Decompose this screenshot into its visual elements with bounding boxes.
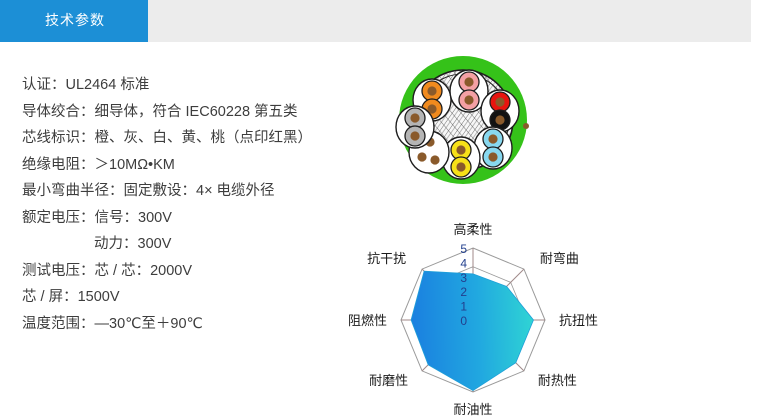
spec-line: 导体绞合：细导体，符合 IEC60228 第五类 bbox=[22, 103, 298, 120]
radar-axis-label: 阻燃性 bbox=[348, 313, 387, 328]
spec-line: 绝缘电阻：＞10MΩ•KM bbox=[22, 156, 175, 173]
radar-tick-label: 4 bbox=[460, 256, 467, 270]
specification-list: 认证：UL2464 标准 导体绞合：细导体，符合 IEC60228 第五类 芯线… bbox=[22, 72, 352, 337]
spec-line: 额定电压：信号：300V bbox=[22, 209, 172, 226]
spec-line: 芯 / 屏：1500V bbox=[22, 289, 120, 305]
spec-line: 动力：300V bbox=[94, 236, 172, 252]
radar-axis-label: 耐热性 bbox=[538, 373, 577, 388]
cable-pair-lightblue bbox=[473, 126, 513, 170]
cable-pair-pink bbox=[449, 69, 489, 113]
radar-tick-label: 1 bbox=[460, 300, 467, 314]
radar-tick-label: 3 bbox=[460, 271, 467, 285]
tab-technical-parameters[interactable]: 技术参数 bbox=[0, 0, 148, 42]
radar-series-polygon bbox=[410, 270, 534, 392]
radar-axis-label: 高柔性 bbox=[453, 222, 492, 237]
spec-line: 认证：UL2464 标准 bbox=[22, 77, 150, 93]
radar-tick-label: 5 bbox=[460, 242, 467, 256]
spec-line: 测试电压：芯 / 芯：2000V bbox=[22, 262, 193, 279]
radar-axis-label: 抗干扰 bbox=[367, 251, 406, 266]
radar-tick-label: 0 bbox=[460, 314, 467, 328]
spec-line: 温度范围：—30℃至＋90℃ bbox=[22, 315, 203, 332]
radar-axis-label: 耐油性 bbox=[453, 402, 492, 417]
radar-axis-label: 耐磨性 bbox=[369, 373, 408, 388]
radar-axis-label: 耐弯曲 bbox=[540, 251, 579, 266]
radar-tick-label: 2 bbox=[460, 285, 467, 299]
radar-axis-label: 抗扭性 bbox=[559, 313, 598, 328]
spec-line: 芯线标识：橙、灰、白、黄、桃（点印红黑） bbox=[22, 130, 312, 146]
cable-cross-section-image bbox=[383, 53, 543, 188]
tab-technical-parameters-label: 技术参数 bbox=[45, 12, 105, 28]
cable-pair-gray bbox=[395, 105, 435, 149]
section-header-bar: 技术参数 bbox=[0, 0, 751, 42]
spec-line: 最小弯曲半径：固定敷设：4× 电缆外径 bbox=[22, 183, 275, 199]
cable-pair-yellow bbox=[441, 136, 481, 180]
cable-pair-red-black bbox=[480, 89, 520, 133]
